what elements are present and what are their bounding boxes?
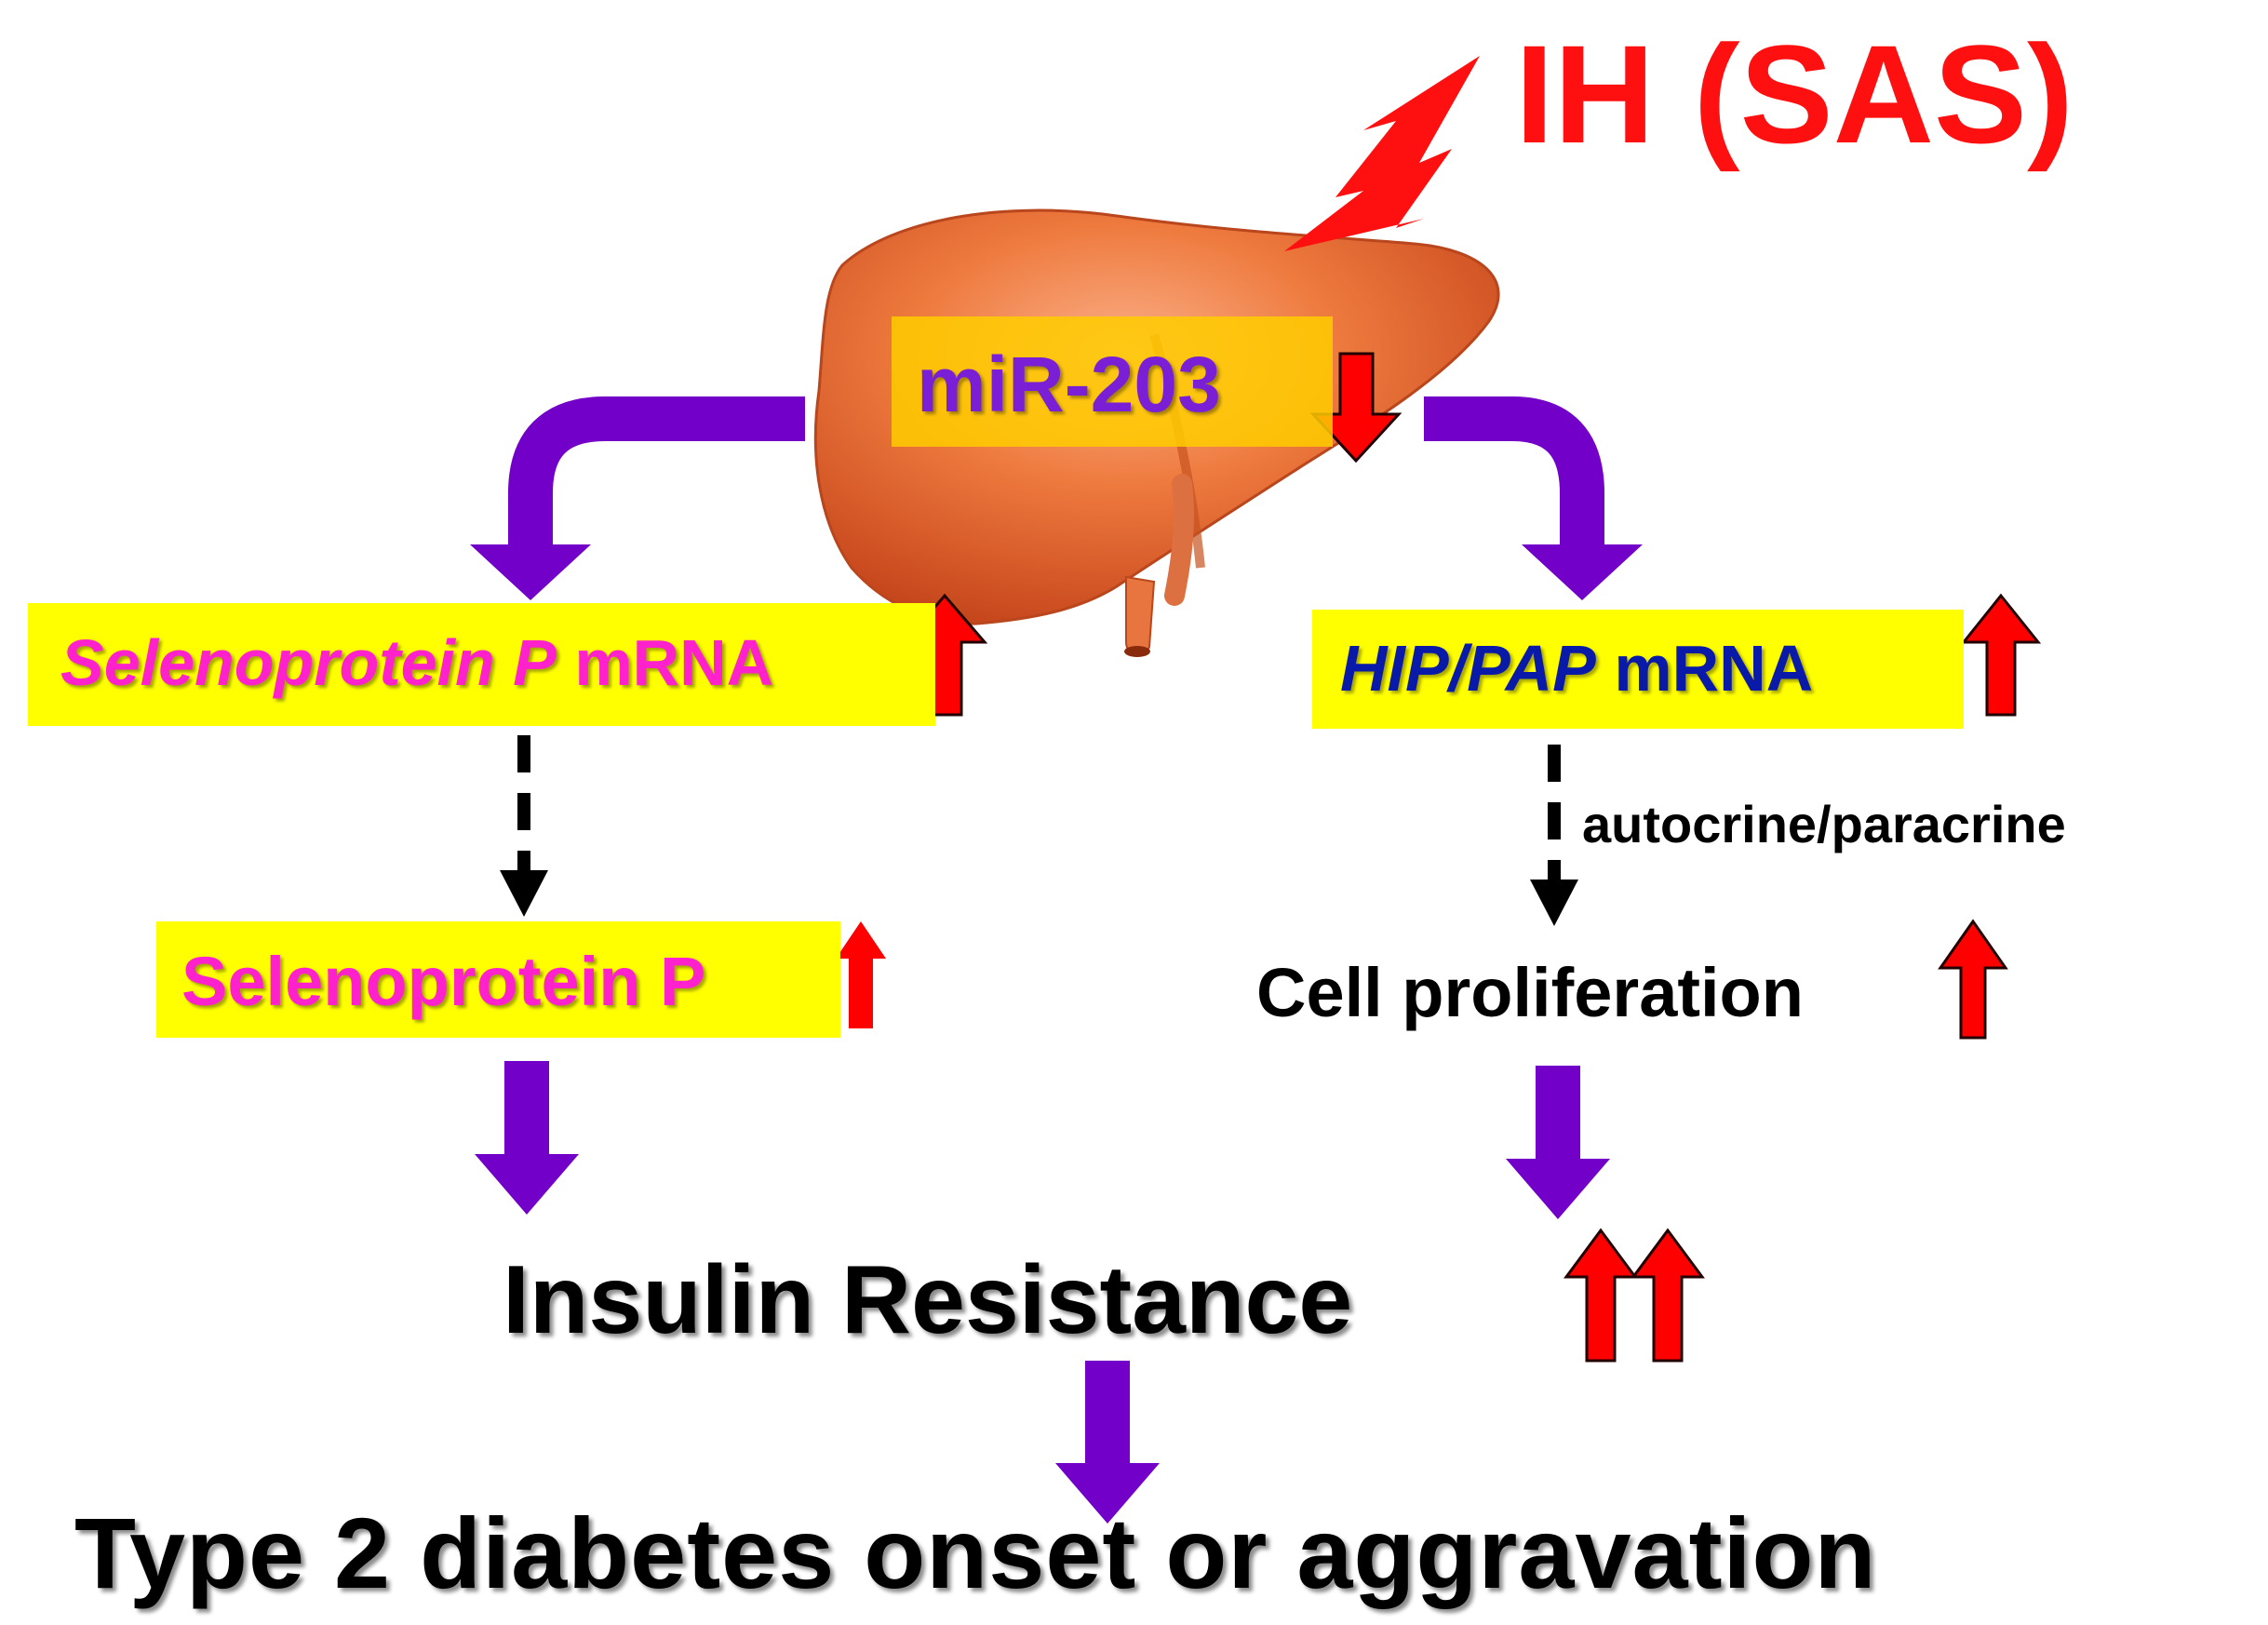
up-arrow-icon bbox=[1631, 1228, 1705, 1363]
selenoprotein-box bbox=[156, 921, 840, 1038]
curved-arrow-left bbox=[470, 396, 805, 600]
final-outcome-label: Type 2 diabetes onset or aggravation bbox=[74, 1497, 1877, 1609]
insulin-resistance-label: Insulin Resistance bbox=[503, 1246, 1353, 1354]
curved-arrow-right bbox=[1424, 396, 1643, 600]
selenoprotein-mrna-suffix: mRNA bbox=[574, 626, 774, 699]
down-arrow-center bbox=[1055, 1361, 1160, 1524]
cell-proliferation-label: Cell proliferation bbox=[1256, 954, 1804, 1031]
down-arrow-icon bbox=[1309, 352, 1402, 463]
hippap-mrna-suffix: mRNA bbox=[1614, 632, 1814, 705]
signal-label: autocrine/paracrine bbox=[1582, 795, 2066, 853]
selenoprotein-mrna-box bbox=[28, 603, 935, 726]
selenoprotein-mrna-italic: Selenoprotein P bbox=[60, 626, 557, 699]
down-arrow-left bbox=[475, 1061, 579, 1215]
hippap-mrna-box bbox=[1312, 610, 1964, 729]
mirna-label: miR-203 bbox=[917, 341, 1221, 428]
dashed-arrow-icon bbox=[500, 735, 548, 917]
title-ih-sas: IH (SAS) bbox=[1515, 16, 2073, 172]
hippap-mrna-label: HIP/PAP mRNA bbox=[1340, 636, 1813, 701]
selenoprotein-label: Selenoprotein P bbox=[181, 943, 706, 1020]
hippap-mrna-italic: HIP/PAP bbox=[1340, 632, 1596, 705]
up-arrow-icon bbox=[836, 921, 886, 1028]
down-arrow-right bbox=[1506, 1066, 1610, 1219]
up-arrow-icon bbox=[1563, 1228, 1638, 1363]
dashed-arrow-icon bbox=[1530, 745, 1578, 926]
up-arrow-icon bbox=[1960, 593, 2042, 717]
lightning-bolt-icon bbox=[1284, 56, 1480, 251]
selenoprotein-mrna-label: Selenoprotein P mRNA bbox=[60, 630, 773, 695]
up-arrow-icon bbox=[1938, 919, 2008, 1040]
mirna-label-box bbox=[892, 316, 1333, 447]
